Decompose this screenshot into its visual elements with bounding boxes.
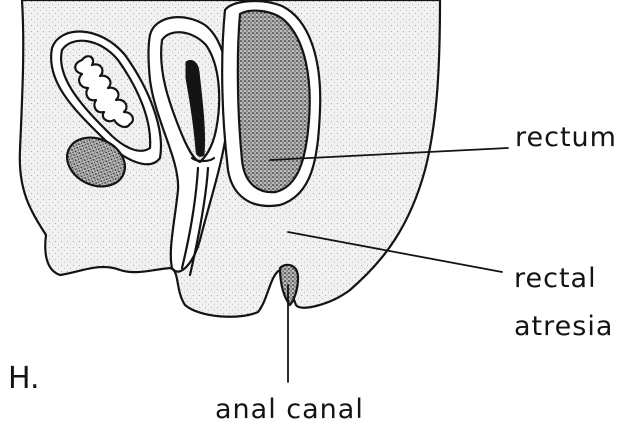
rectal-atresia-pointer xyxy=(287,231,503,273)
bladder-folds xyxy=(74,55,134,129)
rectum-pointer xyxy=(269,147,509,161)
label-atresia: atresia xyxy=(514,311,613,342)
anal-pit xyxy=(278,263,300,307)
label-anal-canal: anal canal xyxy=(215,394,364,425)
small-organ xyxy=(66,136,126,188)
panel-label: H. xyxy=(8,361,40,396)
cervix-outline xyxy=(190,156,216,163)
label-rectum: rectum xyxy=(515,122,617,153)
rectum-lumen xyxy=(236,9,311,194)
vaginal-canal xyxy=(180,166,210,277)
label-rectal: rectal xyxy=(514,263,597,294)
uterus-canal xyxy=(185,59,206,157)
